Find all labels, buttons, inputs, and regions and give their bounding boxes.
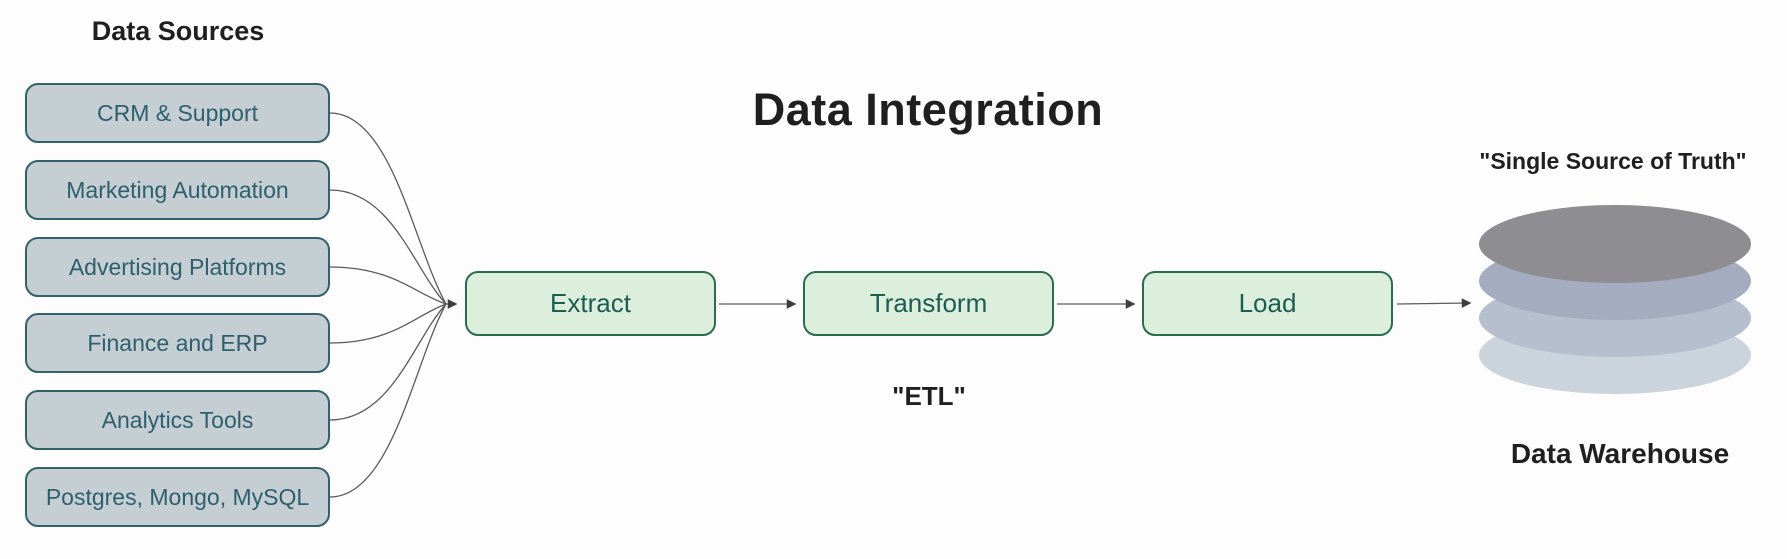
source-fanin-curves bbox=[329, 112, 458, 498]
source-box-label: Analytics Tools bbox=[101, 406, 254, 433]
source-box-label: CRM & Support bbox=[96, 99, 259, 126]
source-box-crm-support: CRM & Support bbox=[25, 83, 330, 143]
source-box-marketing-automation: Marketing Automation bbox=[25, 160, 330, 220]
load-to-warehouse-arrow bbox=[1396, 298, 1472, 308]
step-box-load: Load bbox=[1142, 271, 1393, 336]
source-box-label: Marketing Automation bbox=[66, 176, 289, 203]
warehouse-label: Data Warehouse bbox=[1510, 438, 1730, 469]
step-box-extract: Extract bbox=[465, 271, 716, 336]
source-box-finance-erp: Finance and ERP bbox=[25, 313, 330, 373]
etl-caption: "ETL" bbox=[892, 381, 966, 411]
diagram-title: Data Integration bbox=[752, 84, 1104, 135]
source-box-label: Postgres, Mongo, MySQL bbox=[45, 483, 310, 510]
warehouse-quote: "Single Source of Truth" bbox=[1479, 148, 1747, 174]
step-box-label: Load bbox=[1238, 288, 1297, 318]
source-box-label: Finance and ERP bbox=[87, 329, 268, 356]
database-cylinder-icon bbox=[1479, 205, 1751, 394]
source-box-analytics-tools: Analytics Tools bbox=[25, 390, 330, 450]
data-sources-heading: Data Sources bbox=[91, 16, 265, 46]
source-box-advertising-platforms: Advertising Platforms bbox=[25, 237, 330, 297]
source-box-label: Advertising Platforms bbox=[68, 253, 287, 280]
step-box-label: Transform bbox=[869, 288, 988, 318]
source-box-databases: Postgres, Mongo, MySQL bbox=[25, 467, 330, 527]
step-box-transform: Transform bbox=[803, 271, 1054, 336]
step-box-label: Extract bbox=[550, 288, 631, 318]
